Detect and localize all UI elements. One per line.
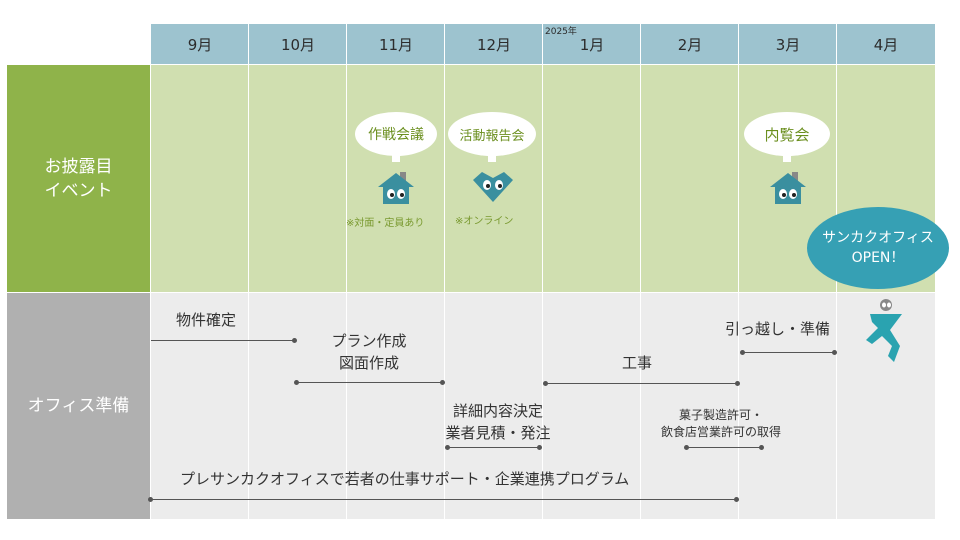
- task-end-dot: [440, 380, 445, 385]
- task-detail-label: 詳細内容決定 業者見積・発注: [430, 400, 566, 444]
- house-icon: [378, 172, 414, 204]
- column-divider: [444, 24, 445, 520]
- row-label-events: お披露目 イベント: [7, 65, 150, 292]
- report-meeting-note: ※オンライン: [455, 216, 514, 227]
- task-end-dot: [735, 381, 740, 386]
- task-permit-line2: 飲食店営業許可の取得: [660, 425, 781, 439]
- report-meeting-bubble: 活動報告会: [448, 112, 536, 156]
- running-mascot-icon: [866, 299, 902, 362]
- year-label: 2025年: [545, 27, 577, 37]
- events-row-bg: [151, 65, 935, 292]
- column-divider: [542, 24, 543, 520]
- task-detail-line1: 詳細内容決定: [452, 402, 543, 420]
- task-permit-line1: 菓子製造許可・: [678, 408, 763, 422]
- task-permit-label: 菓子製造許可・ 飲食店営業許可の取得: [654, 407, 788, 441]
- task-plan-line2: 図面作成: [338, 354, 399, 372]
- month-header-sep: 9月: [151, 24, 249, 64]
- task-property-bar: [151, 340, 295, 341]
- month-header-dec: 12月: [445, 24, 543, 64]
- preview-label: 内覧会: [764, 125, 810, 144]
- house-icon: [770, 172, 806, 204]
- strategy-meeting-bubble: 作戦会議: [355, 112, 437, 156]
- heart-monitor-icon: [473, 172, 513, 202]
- prep-row-bg: [151, 293, 935, 519]
- bubble-tail: [488, 154, 496, 162]
- task-end-dot: [759, 445, 764, 450]
- task-plan-line1: プラン作成: [331, 332, 407, 350]
- column-divider: [738, 24, 739, 520]
- bubble-tail: [783, 154, 791, 162]
- month-header-feb: 2月: [641, 24, 739, 64]
- open-line2: OPEN！: [851, 250, 905, 266]
- month-header-jan: 1月: [543, 24, 641, 64]
- month-header-apr: 4月: [837, 24, 935, 64]
- task-plan-label: プラン作成 図面作成: [322, 330, 416, 374]
- strategy-meeting-note: ※対面・定員あり: [346, 218, 425, 229]
- month-header-oct: 10月: [249, 24, 347, 64]
- open-line1: サンカクオフィス: [822, 230, 934, 246]
- task-program-label: プレサンカクオフィスで若者の仕事サポート・企業連携プログラム: [180, 470, 630, 488]
- task-moving-label: 引っ越し・準備: [725, 320, 831, 338]
- task-program-bar: [150, 499, 736, 500]
- task-plan-bar: [297, 382, 442, 383]
- strategy-meeting-label: 作戦会議: [368, 127, 424, 143]
- report-meeting-label: 活動報告会: [459, 128, 525, 144]
- month-header-mar: 3月: [739, 24, 837, 64]
- column-divider: [346, 24, 347, 520]
- column-divider: [640, 24, 641, 520]
- task-property-label: 物件確定: [176, 311, 237, 329]
- task-end-dot: [537, 445, 542, 450]
- task-end-dot: [292, 338, 297, 343]
- open-bubble: サンカクオフィス OPEN！: [807, 207, 949, 289]
- preview-bubble: 内覧会: [744, 112, 830, 156]
- task-end-dot: [734, 497, 739, 502]
- task-end-dot: [832, 350, 837, 355]
- task-moving-bar: [742, 352, 835, 353]
- bubble-tail: [392, 154, 400, 162]
- row-label-prep: オフィス準備: [7, 293, 150, 519]
- task-detail-bar: [447, 447, 539, 448]
- task-construction-label: 工事: [622, 354, 653, 372]
- task-detail-line2: 業者見積・発注: [445, 424, 551, 442]
- task-construction-bar: [545, 383, 737, 384]
- task-start-dot: [294, 380, 299, 385]
- task-permit-bar: [686, 447, 762, 448]
- column-divider: [248, 24, 249, 520]
- month-header-nov: 11月: [347, 24, 445, 64]
